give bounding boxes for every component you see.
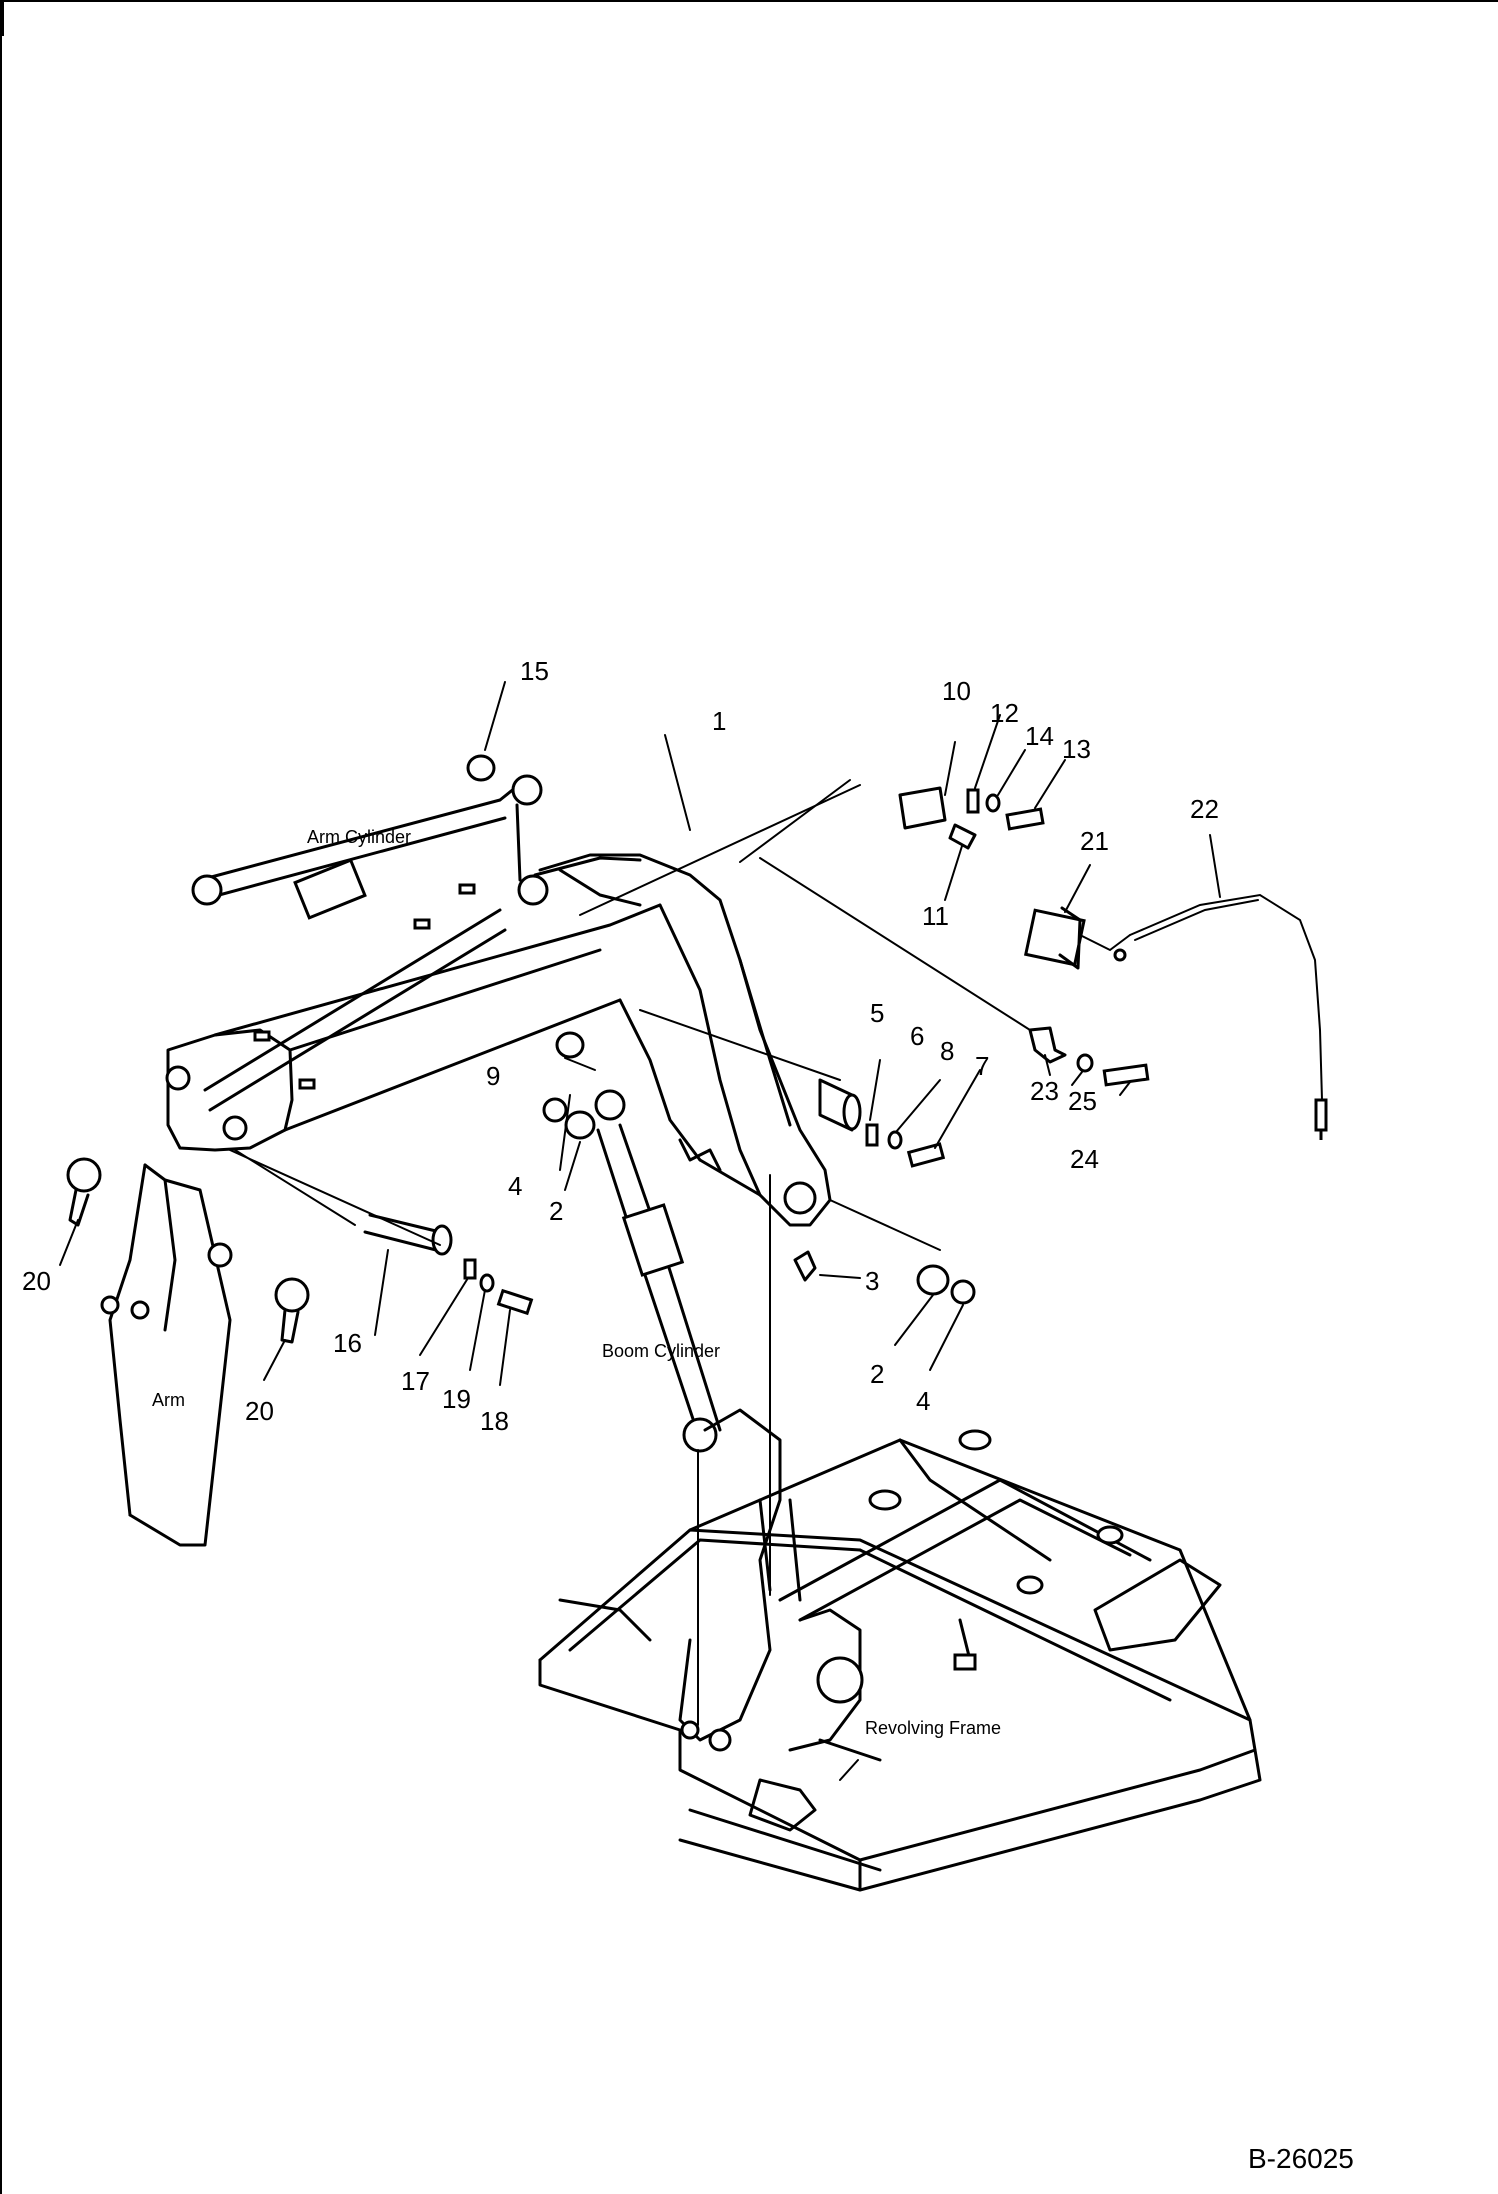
- callout-22: 22: [1190, 794, 1219, 824]
- callout-13: 13: [1062, 734, 1091, 764]
- label-revolving-frame: Revolving Frame: [865, 1718, 1001, 1738]
- callout-9: 9: [486, 1061, 500, 1091]
- part-9-drawing: [555, 1031, 585, 1059]
- callout-20-right: 20: [245, 1396, 274, 1426]
- part-3-drawing: [793, 1250, 817, 1282]
- callout-25: 25: [1068, 1086, 1097, 1116]
- part-15-drawing: [466, 754, 496, 782]
- callout-2-right: 2: [870, 1359, 884, 1389]
- revolving-frame-drawing: [538, 1408, 1262, 1892]
- part-23-bracket-drawing: [1028, 1026, 1150, 1087]
- part-4-left-drawing: [542, 1097, 568, 1123]
- callout-15: 15: [520, 656, 549, 686]
- callout-21: 21: [1080, 826, 1109, 856]
- callout-20-left: 20: [22, 1266, 51, 1296]
- callout-18: 18: [480, 1406, 509, 1436]
- label-arm: Arm: [152, 1390, 185, 1410]
- part-5-pin-drawing: [818, 1078, 946, 1168]
- part-16-pin-drawing: [363, 1213, 534, 1316]
- callout-10: 10: [942, 676, 971, 706]
- callout-2-left: 2: [549, 1196, 563, 1226]
- leader-lines: [59, 681, 1221, 1726]
- label-arm-cylinder: Arm Cylinder: [307, 827, 411, 847]
- callout-4-right: 4: [916, 1386, 930, 1416]
- callout-11: 11: [922, 901, 949, 931]
- callout-3: 3: [865, 1266, 879, 1296]
- drawing-code: B-26025: [1248, 2143, 1354, 2174]
- boom-cylinder-drawing: [594, 1089, 722, 1453]
- part-21-switch-drawing: [1023, 906, 1131, 970]
- boom-drawing: [165, 853, 832, 1227]
- arm-cylinder-drawing: [191, 774, 642, 1112]
- callout-12: 12: [990, 698, 1019, 728]
- callout-17: 17: [401, 1366, 430, 1396]
- callout-19: 19: [442, 1384, 471, 1414]
- callout-5: 5: [870, 998, 884, 1028]
- part-22-cable-drawing: [1129, 893, 1328, 1140]
- callout-14: 14: [1025, 721, 1054, 751]
- part-4-right-drawing: [950, 1279, 976, 1305]
- callout-23: 23: [1030, 1076, 1059, 1106]
- part-20-drawings: [66, 1157, 310, 1344]
- callout-1: 1: [712, 706, 726, 736]
- callout-24: 24: [1070, 1144, 1099, 1174]
- callout-8: 8: [940, 1036, 954, 1066]
- callout-16: 16: [333, 1328, 362, 1358]
- label-boom-cylinder: Boom Cylinder: [602, 1341, 720, 1361]
- part-10-pin-drawing: [898, 786, 1045, 850]
- callout-6: 6: [910, 1021, 924, 1051]
- arm-drawing: [100, 1163, 233, 1547]
- part-2-right-drawing: [916, 1264, 950, 1296]
- callout-4-left: 4: [508, 1171, 522, 1201]
- part-2-left-drawing: [564, 1110, 596, 1140]
- callout-7: 7: [975, 1051, 989, 1081]
